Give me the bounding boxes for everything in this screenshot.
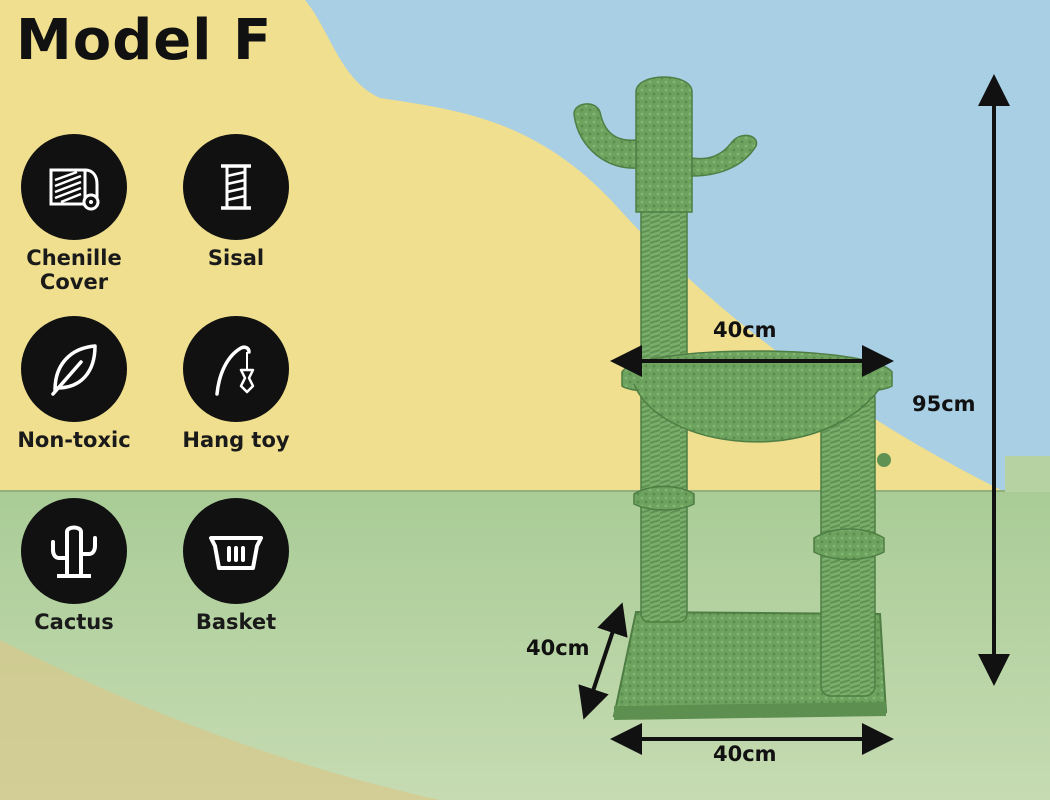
feature-icon-badge [21, 316, 127, 422]
feature-hang-toy: Hang toy [156, 316, 316, 452]
feature-sisal: Sisal [156, 134, 316, 270]
cactus-top [573, 76, 758, 213]
base-depth-arrow [578, 602, 628, 720]
feature-cactus: Cactus [0, 498, 154, 634]
leaf-icon [51, 344, 97, 396]
page-title: Model F [16, 8, 273, 73]
right-sisal-post [813, 387, 885, 697]
cactus-icon [51, 525, 97, 578]
base-depth-label: 40cm [526, 636, 590, 660]
basket-width-label: 40cm [713, 318, 777, 342]
hang-toy-icon [215, 345, 255, 396]
feature-label: Non-toxic [17, 428, 131, 452]
feature-icon-badge [21, 498, 127, 604]
feature-chenille-cover: Chenille Cover [0, 134, 154, 294]
feature-label: Basket [195, 610, 277, 634]
feature-label: Hang toy [182, 428, 290, 452]
chenille-roll-icon [49, 168, 100, 211]
basket-icon [209, 536, 263, 570]
feature-label: Cactus [34, 610, 114, 634]
feature-label: Chenille [26, 246, 122, 270]
feature-label-line2: Cover [39, 270, 109, 294]
base-width-label: 40cm [713, 742, 777, 766]
feature-basket: Basket [156, 498, 316, 634]
feature-icon-badge [183, 498, 289, 604]
feature-icon-badge [21, 134, 127, 240]
feature-icon-badge [183, 134, 289, 240]
height-label: 95cm [912, 392, 976, 416]
feature-label: Sisal [207, 246, 265, 270]
feature-icon-badge [183, 316, 289, 422]
base-platform [612, 610, 888, 720]
feature-non-toxic: Non-toxic [0, 316, 154, 452]
sisal-ladder-icon [221, 164, 251, 210]
